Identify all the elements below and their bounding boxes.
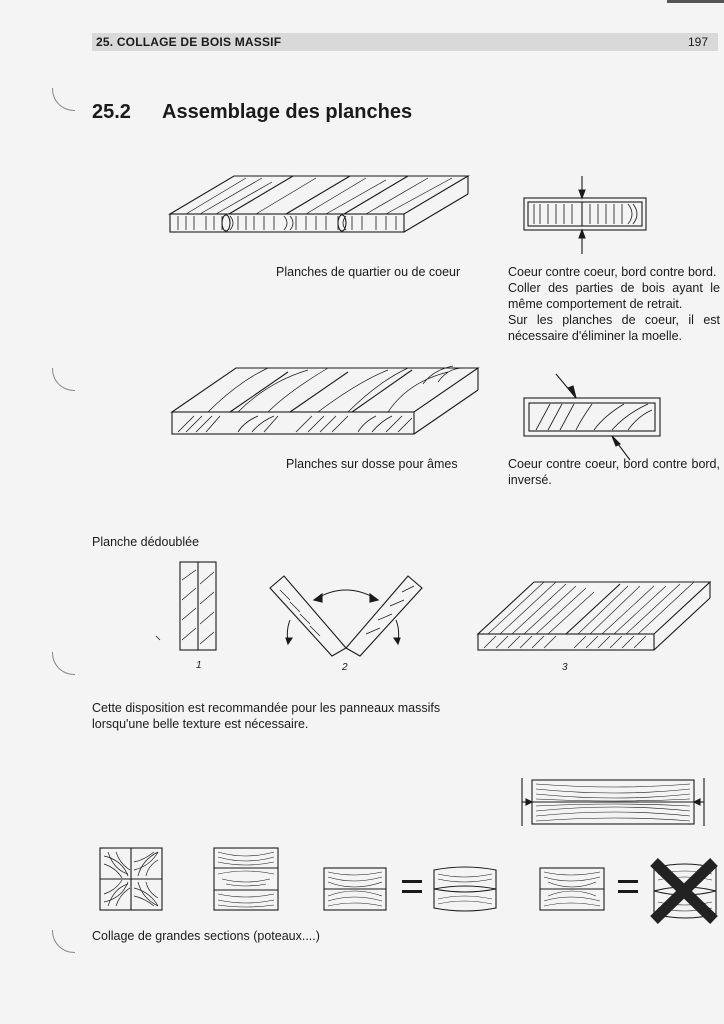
two-layer-section-a <box>323 867 387 911</box>
step-number-1: 1 <box>196 660 202 671</box>
flat-sawn-caption: Planches sur dosse pour âmes <box>286 457 458 471</box>
chapter-title: 25. COLLAGE DE BOIS MASSIF <box>96 35 282 49</box>
heart-note: Coeur contre coeur, bord contre bord. Co… <box>508 264 720 344</box>
flat-sawn-boards-illustration <box>170 365 480 435</box>
rejected-section <box>650 858 718 924</box>
running-header: 25. COLLAGE DE BOIS MASSIF 197 <box>92 33 718 51</box>
heart-note-line-3: Sur les planches de coeur, il est nécess… <box>508 313 720 343</box>
binder-hole <box>52 88 75 111</box>
texture-note: Cette disposition est recommandée pour l… <box>92 700 440 732</box>
split-board-step-2 <box>269 575 423 657</box>
equals-sign-2 <box>618 880 638 893</box>
split-board-step-1 <box>155 561 217 651</box>
binder-hole <box>52 368 75 391</box>
reject-cross-icon <box>650 858 718 924</box>
quarter-sawn-caption: Planches de quartier ou de coeur <box>276 265 461 279</box>
large-sections-caption: Collage de grandes sections (poteaux....… <box>92 929 320 943</box>
section-number: 25.2 <box>92 101 131 123</box>
texture-note-line-2: lorsqu'une belle texture est nécessaire. <box>92 717 309 731</box>
four-quarter-section <box>99 847 163 911</box>
split-board-label: Planche dédoublée <box>92 535 200 549</box>
top-edge-bar <box>667 0 724 3</box>
texture-note-line-1: Cette disposition est recommandée pour l… <box>92 701 441 715</box>
binder-hole <box>52 652 75 675</box>
split-board-step-3 <box>476 581 712 651</box>
heart-note-line-2: Coller des parties de bois ayant le même… <box>508 281 720 311</box>
inverted-heart-note: Coeur contre coeur, bord contre bord, in… <box>508 457 720 487</box>
heart-note-line-1: Coeur contre coeur, bord contre bord. <box>508 265 717 279</box>
section-title: Assemblage des planches <box>162 101 413 123</box>
page-number: 197 <box>687 35 708 49</box>
step-number-3: 3 <box>562 662 568 673</box>
two-layer-section-c <box>539 867 605 911</box>
step-number-2: 2 <box>342 662 348 673</box>
laminated-beam-side-view <box>521 778 705 826</box>
three-layer-section <box>213 847 279 911</box>
binder-hole <box>52 930 75 953</box>
quarter-sawn-boards-illustration <box>167 175 471 233</box>
two-layer-section-b <box>433 866 497 912</box>
equals-sign-1 <box>402 880 422 893</box>
heart-to-heart-inverted-edge-view <box>523 373 661 461</box>
heart-to-heart-edge-view <box>523 176 647 254</box>
